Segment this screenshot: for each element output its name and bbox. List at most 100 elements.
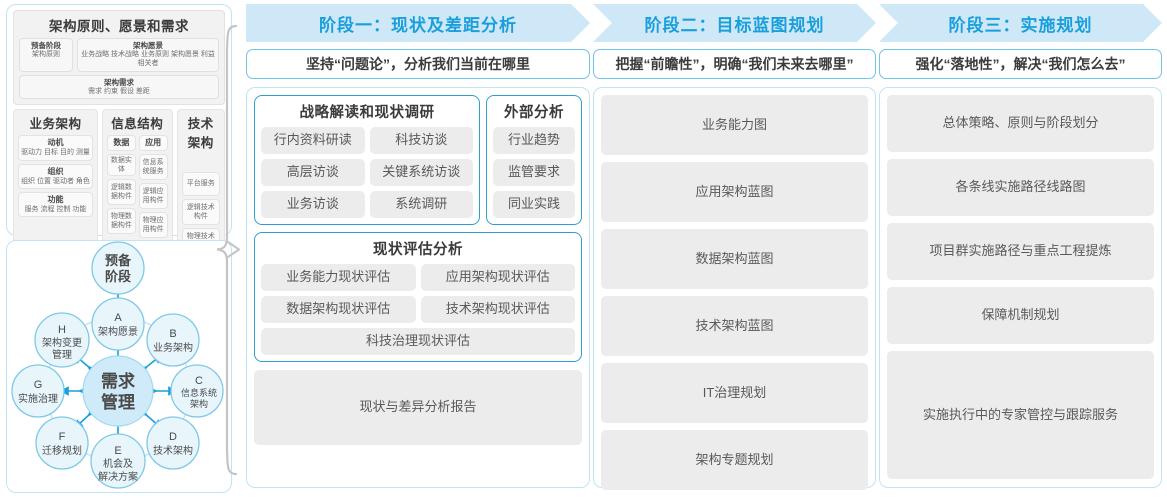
chip-item[interactable]: 项目群实施路径与重点工程提炼 <box>887 223 1154 280</box>
phase-3-header[interactable]: 阶段三：实施规划 <box>879 4 1162 42</box>
column-title: 信息结构 <box>111 117 164 132</box>
adm-node-h <box>34 312 90 368</box>
adm-node-b-label: 业务架构 <box>153 341 193 354</box>
adm-node-a-label: 架构愿景 <box>98 325 138 338</box>
chip-item[interactable]: 行内资料研读 <box>261 127 365 154</box>
chip-item[interactable]: 总体策略、原则与阶段划分 <box>887 95 1154 152</box>
phase-2-chips: 业务能力图 应用架构蓝图 数据架构蓝图 技术架构蓝图 IT治理规划 架构专题规划 <box>601 95 868 490</box>
chip-item[interactable]: 技术架构现状评估 <box>420 296 575 323</box>
phase-2-body: 业务能力图 应用架构蓝图 数据架构蓝图 技术架构蓝图 IT治理规划 架构专题规划 <box>593 87 876 490</box>
chip-item[interactable]: 业务能力图 <box>601 95 868 155</box>
phase-2-subtitle: 把握“前瞻性”，明确“我们未来去哪里” <box>593 49 876 79</box>
external-analysis-group: 外部分析 行业趋势 监管要求 同业实践 <box>486 95 582 225</box>
phase-2-header[interactable]: 阶段二：目标蓝图规划 <box>593 4 876 42</box>
chip-item[interactable]: 关键系统访谈 <box>369 159 473 186</box>
adm-node-c-label-2: 架构 <box>190 398 208 409</box>
current-state-assessment-group: 现状评估分析 业务能力现状评估 应用架构现状评估 数据架构现状评估 技术架构现状… <box>254 232 582 362</box>
organization-box: 组织 组织 位置 驱动者 角色 <box>18 163 93 189</box>
adm-node-b <box>146 313 200 367</box>
chip-item[interactable]: 技术架构蓝图 <box>601 296 868 356</box>
chip-item[interactable]: 系统调研 <box>369 191 473 218</box>
prep-phase-header: 预备阶段 <box>31 41 61 50</box>
function-box: 功能 服务 流程 控制 功能 <box>18 192 93 218</box>
assessment-chips: 业务能力现状评估 应用架构现状评估 数据架构现状评估 技术架构现状评估 科技治理… <box>261 264 575 355</box>
chip-item[interactable]: 数据架构蓝图 <box>601 229 868 289</box>
phase-2-column: 阶段二：目标蓝图规划 把握“前瞻性”，明确“我们未来去哪里” 业务能力图 应用架… <box>593 4 876 490</box>
togaf-adm-cycle-panel: 需求 管理 预备 阶段 A 架构愿景 B 业务架构 C 信息系统 架构 D 技术… <box>6 240 232 493</box>
prep-label-1: 预备 <box>105 253 132 268</box>
group-title: 现状评估分析 <box>373 242 463 258</box>
business-architecture-column: 业务架构 动机 驱动力 目标 目的 测量 组织 组织 位置 驱动者 角色 功能 … <box>13 109 98 260</box>
adm-node-f-key: F <box>59 431 66 443</box>
adm-node-a <box>91 297 145 351</box>
chip-item[interactable]: 数据架构现状评估 <box>261 296 416 323</box>
chip-item[interactable]: 实施执行中的专家管控与跟踪服务 <box>887 351 1154 479</box>
phase-1-column: 阶段一：现状及差距分析 坚持“问题论”，分析我们当前在哪里 战略解读和现状调研 … <box>246 4 590 488</box>
chip-item[interactable]: 行业趋势 <box>493 127 575 154</box>
column-title: 技术架构 <box>187 117 214 151</box>
adm-node-g <box>11 364 65 418</box>
adm-node-e-key: E <box>114 445 121 457</box>
phase-1-header-label: 阶段一：现状及差距分析 <box>319 15 517 35</box>
information-structure-column: 信息结构 数据 数据实体 逻辑数据构件 物理数据构件 应用 信息系统服务 逻辑应… <box>101 109 173 260</box>
chip-item[interactable]: 业务访谈 <box>261 191 365 218</box>
adm-node-h-label-2: 管理 <box>52 348 72 361</box>
togaf-framework-panel: 架构原则、愿景和需求 预备阶段 架构原则 架构愿景 业务战略 技术战略 业务原则… <box>6 4 232 307</box>
prep-phase-box: 预备阶段 架构原则 <box>19 38 73 72</box>
adm-node-b-key: B <box>169 328 176 340</box>
adm-node-h-key: H <box>58 324 66 336</box>
phase-1-header[interactable]: 阶段一：现状及差距分析 <box>246 4 590 42</box>
phase-1-report-chip[interactable]: 现状与差异分析报告 <box>254 370 582 445</box>
chip-item[interactable]: 架构专题规划 <box>601 430 868 490</box>
phase-3-subtitle: 强化“落地性”，解决“我们怎么去” <box>879 49 1162 79</box>
chip-item[interactable]: 业务能力现状评估 <box>261 264 416 291</box>
data-subcolumn: 数据 数据实体 逻辑数据构件 物理数据构件 <box>106 135 136 238</box>
adm-node-e-label-1: 机会及 <box>103 457 133 470</box>
prep-phase-text: 架构原则 <box>32 51 60 59</box>
adm-node-d <box>146 416 200 470</box>
requirements-text: 需求 约束 假设 差距 <box>88 87 150 95</box>
phase-3-column: 阶段三：实施规划 强化“落地性”，解决“我们怎么去” 总体策略、原则与阶段划分 … <box>879 4 1162 488</box>
chip-item[interactable]: 高层访谈 <box>261 159 365 186</box>
adm-node-h-label-1: 架构变更 <box>42 336 82 349</box>
chip-item[interactable]: 应用架构蓝图 <box>601 162 868 222</box>
adm-node-f-label: 迁移规划 <box>42 444 82 457</box>
adm-node-g-key: G <box>34 379 43 391</box>
adm-node-prep <box>91 241 145 295</box>
adm-node-g-label: 实施治理 <box>18 392 58 405</box>
chip-item[interactable]: 同业实践 <box>493 191 575 218</box>
chip-item[interactable]: 保障机制规划 <box>887 287 1154 344</box>
vision-text: 业务战略 技术战略 业务原则 架构愿景 利益相关者 <box>81 51 215 68</box>
architecture-vision-box: 架构愿景 业务战略 技术战略 业务原则 架构愿景 利益相关者 <box>77 38 219 72</box>
adm-center-label-1: 需求 <box>101 371 135 391</box>
chip-item[interactable]: 应用架构现状评估 <box>420 264 575 291</box>
prep-label-2: 阶段 <box>105 269 131 284</box>
chevron-shape-2 <box>593 4 876 42</box>
phase-3-header-label: 阶段三：实施规划 <box>948 15 1093 35</box>
group-title: 战略解读和现状调研 <box>299 105 435 121</box>
group-title: 外部分析 <box>504 105 564 121</box>
external-analysis-chips: 行业趋势 监管要求 同业实践 <box>493 127 575 218</box>
adm-node-e-label-2: 解决方案 <box>98 470 138 483</box>
chip-item[interactable]: 监管要求 <box>493 159 575 186</box>
adm-node-c-key: C <box>195 375 203 387</box>
adm-node-f <box>35 416 89 470</box>
technology-architecture-column: 技术架构 平台服务 逻辑技术构件 物理技术构件 <box>176 109 225 260</box>
chip-item[interactable]: 科技治理现状评估 <box>261 328 575 355</box>
adm-node-c <box>170 364 224 418</box>
adm-node-d-label: 技术架构 <box>153 444 193 457</box>
strategy-research-chips: 行内资料研读 科技访谈 高层访谈 关键系统访谈 业务访谈 系统调研 <box>261 127 473 218</box>
column-title: 业务架构 <box>29 117 82 132</box>
bracket-connector <box>216 24 240 476</box>
requirements-header: 架构需求 <box>104 77 134 87</box>
chip-item[interactable]: IT治理规划 <box>601 363 868 423</box>
chevron-shape-3 <box>879 4 1162 42</box>
chip-item[interactable]: 科技访谈 <box>369 127 473 154</box>
phase-1-subtitle: 坚持“问题论”，分析我们当前在哪里 <box>246 49 590 79</box>
chip-item[interactable]: 各条线实施路径线路图 <box>887 159 1154 216</box>
phase-1-body: 战略解读和现状调研 行内资料研读 科技访谈 高层访谈 关键系统访谈 业务访谈 系… <box>246 87 590 488</box>
section-title: 架构原则、愿景和需求 <box>49 19 189 34</box>
adm-node-d-key: D <box>169 431 177 443</box>
architecture-requirements-box: 架构需求 需求 约束 假设 差距 <box>19 74 219 100</box>
architecture-principles-section: 架构原则、愿景和需求 预备阶段 架构原则 架构愿景 业务战略 技术战略 业务原则… <box>13 10 225 106</box>
